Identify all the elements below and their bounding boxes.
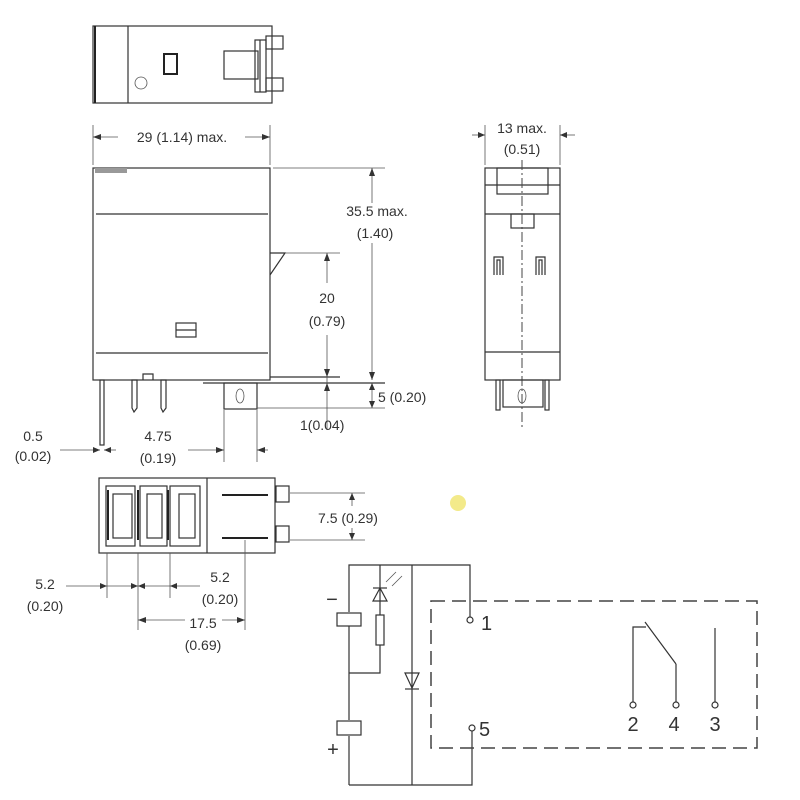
circuit-diagram: − + 1 5 2 4 3: [326, 564, 758, 786]
pin-to-tab-inch: (0.69): [185, 637, 222, 653]
pitch-left-label: 5.2: [35, 576, 55, 592]
pin-length-label: 5 (0.20): [378, 389, 426, 405]
led-icon: [371, 586, 389, 602]
side-view: 13 max. (0.51): [472, 120, 575, 430]
pin-width-inch: (0.02): [15, 448, 52, 464]
width-dimension-label: 29 (1.14) max.: [137, 129, 227, 145]
pitch-right-label: 5.2: [210, 569, 230, 585]
terminal-3-label: 3: [709, 714, 720, 736]
bottom-view: 7.5 (0.29) 5.2 (0.20) 5.2 (0.20) 17.5 (0…: [27, 477, 378, 653]
terminal-5-label: 5: [479, 719, 490, 741]
mount-height-inch: (0.79): [309, 313, 346, 329]
tab-spacing-label: 7.5 (0.29): [318, 510, 378, 526]
tab-thickness-label: 1(0.04): [300, 417, 344, 433]
height-dimension-inch: (1.40): [357, 225, 394, 241]
plus-label: +: [327, 739, 339, 761]
pin-to-tab-label: 17.5: [189, 615, 216, 631]
coil-icon: [336, 720, 362, 736]
front-view: 29 (1.14) max. 35.5 max. (1.40) 20 (0.79…: [15, 125, 426, 466]
cursor-highlight: [450, 495, 466, 511]
terminal-1-label: 1: [481, 613, 492, 635]
depth-dimension-label: 13 max.: [497, 120, 547, 136]
mount-height-label: 20: [319, 290, 335, 306]
tab-width-inch: (0.19): [140, 450, 177, 466]
coil-icon: [336, 612, 362, 627]
height-dimension-label: 35.5 max.: [346, 203, 407, 219]
resistor-icon: [375, 614, 385, 646]
pitch-right-inch: (0.20): [202, 591, 239, 607]
terminal-4-label: 4: [668, 714, 679, 736]
pitch-left-inch: (0.20): [27, 598, 64, 614]
depth-dimension-inch: (0.51): [504, 141, 541, 157]
terminal-2-label: 2: [627, 714, 638, 736]
minus-label: −: [326, 589, 338, 611]
top-view: [92, 25, 284, 104]
tab-width-label: 4.75: [144, 428, 171, 444]
pin-width-label: 0.5: [23, 428, 43, 444]
diode-icon: [404, 672, 420, 690]
